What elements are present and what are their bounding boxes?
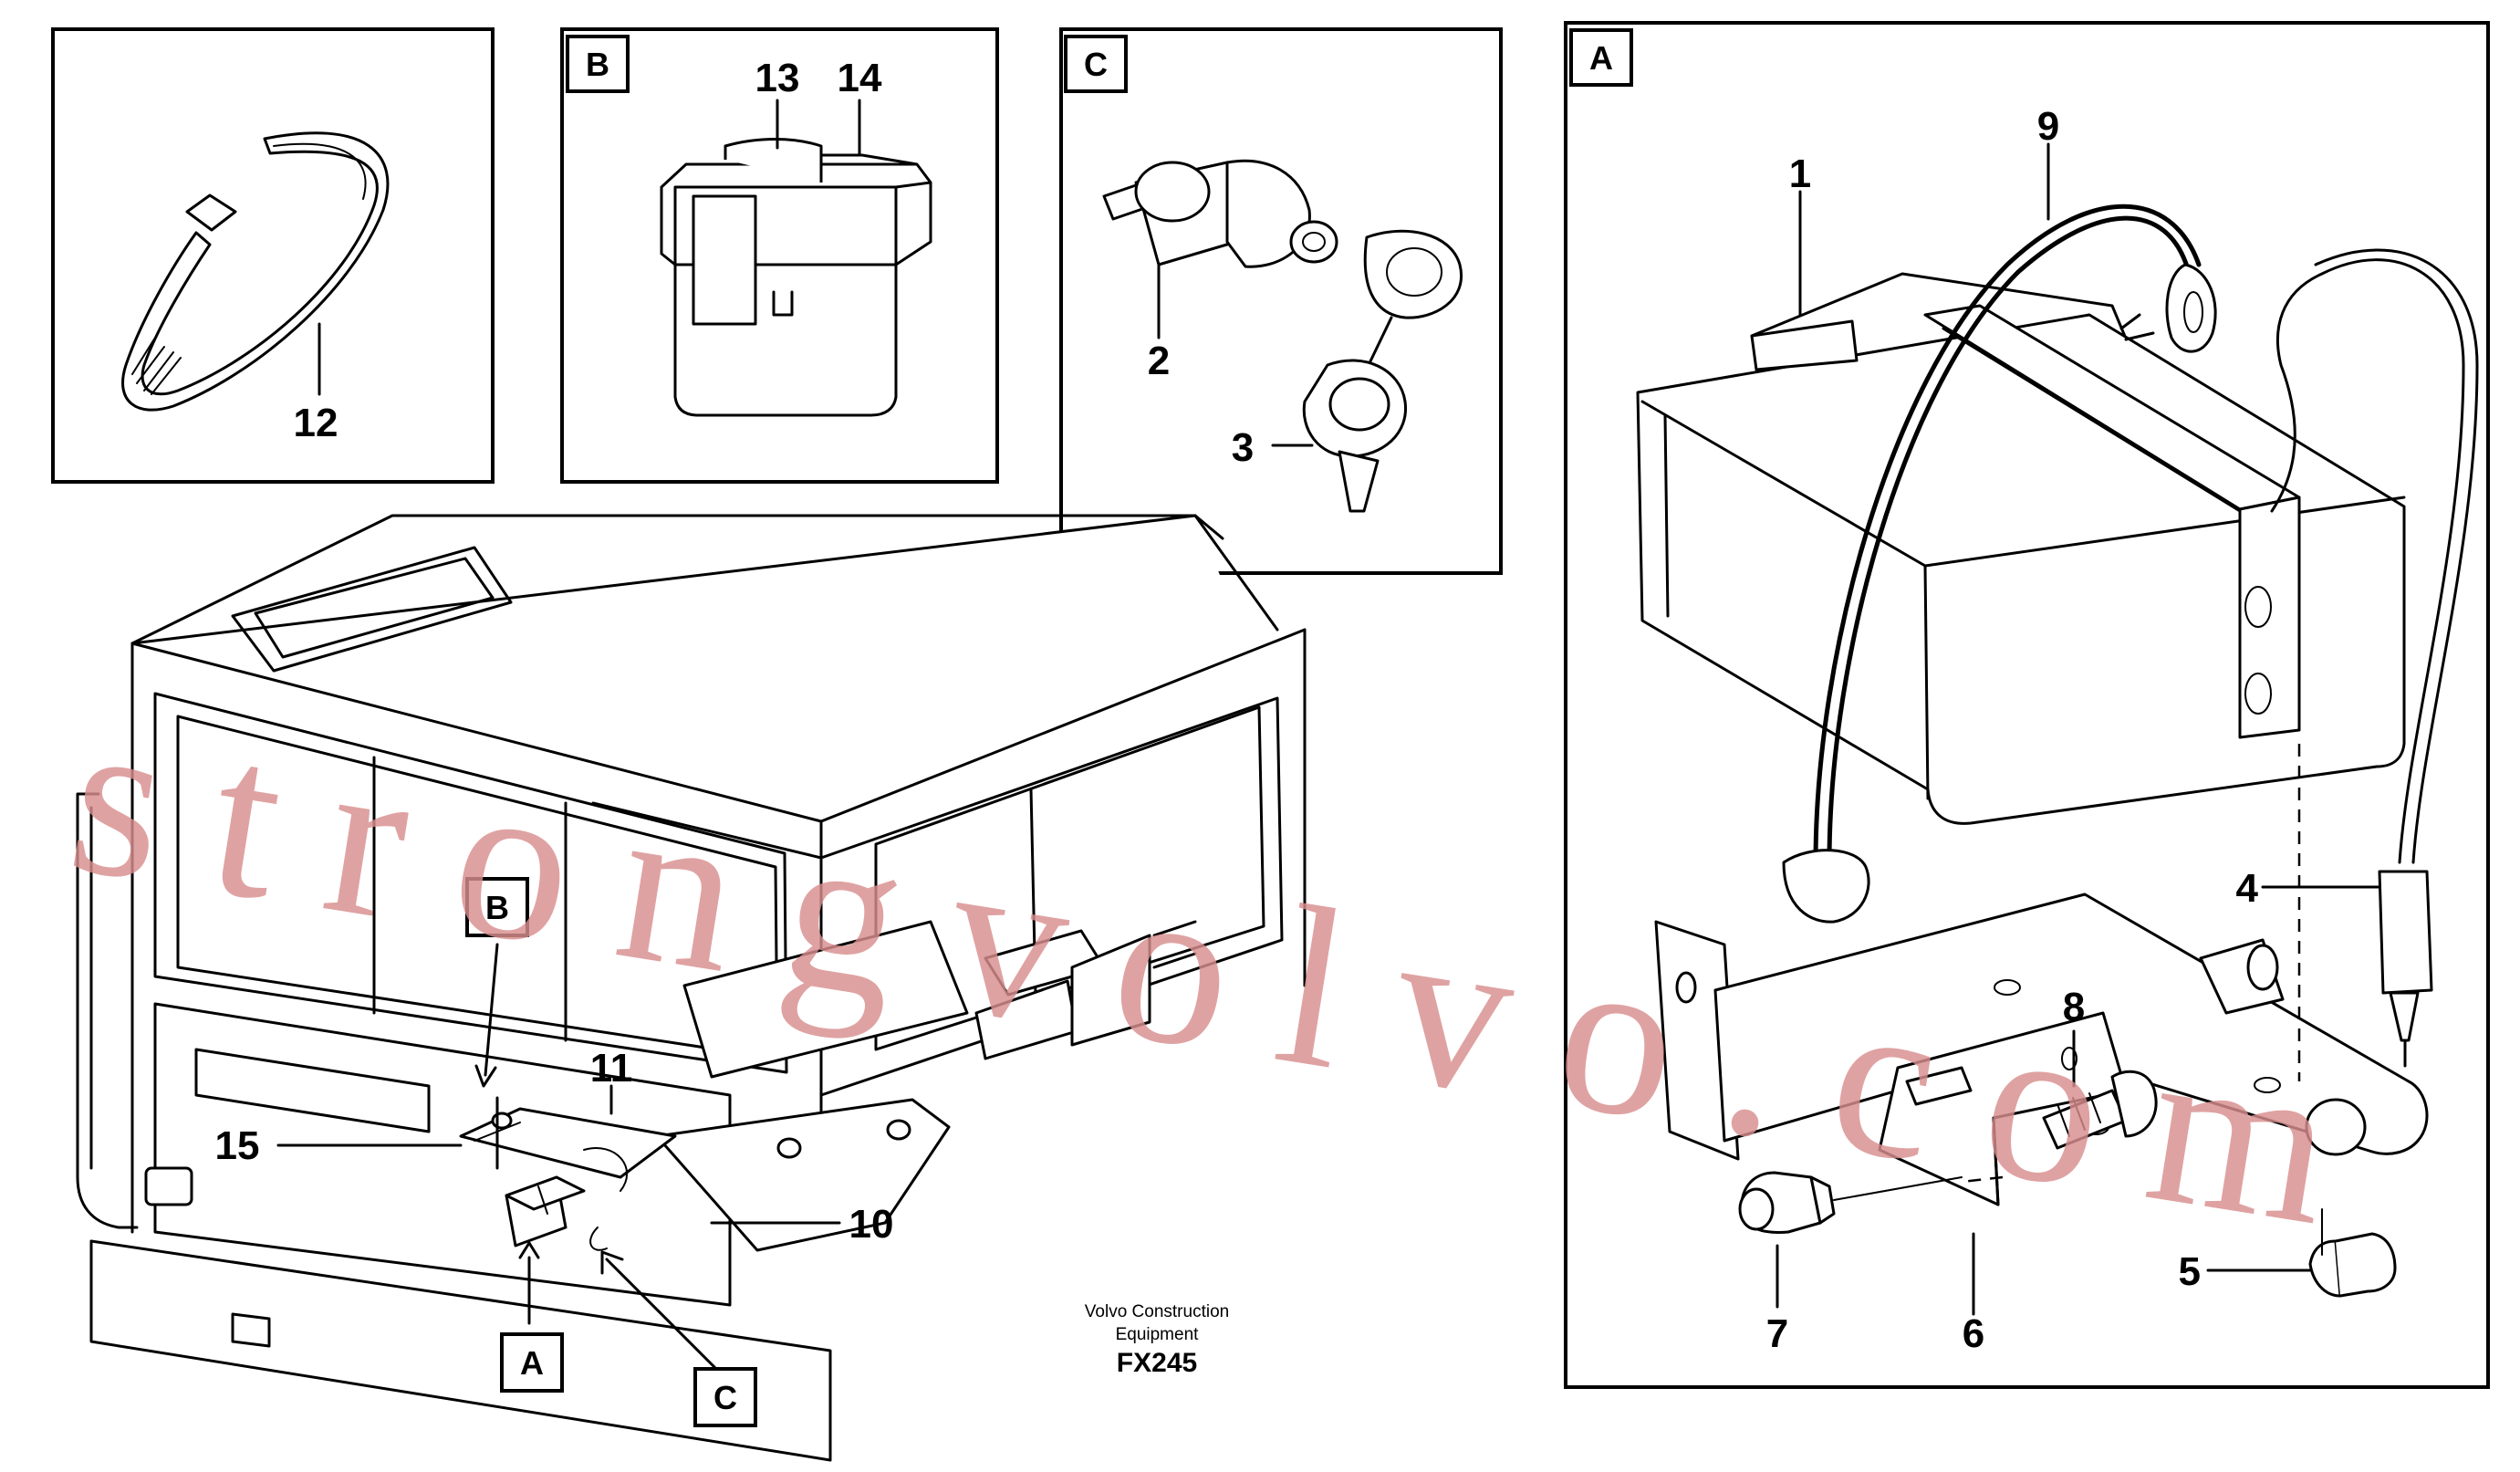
panel-cable-tie-frame <box>51 27 495 484</box>
svg-text:B: B <box>485 889 509 926</box>
alignment-line-2 <box>1961 1175 2004 1184</box>
cab-callout-c: C <box>693 1367 757 1427</box>
part-label-8: 8 <box>2063 985 2085 1029</box>
svg-text:A: A <box>1589 39 1613 77</box>
part-label-7: 7 <box>1766 1311 1788 1356</box>
caption-line-1: Volvo Construction <box>1085 1302 1229 1321</box>
box-unit-illustration <box>1636 272 2406 825</box>
part-label-5: 5 <box>2179 1249 2201 1294</box>
svg-text:A: A <box>520 1344 544 1382</box>
cab-illustration <box>55 514 1428 1462</box>
bolt-illustration <box>2042 1070 2397 1298</box>
svg-text:B: B <box>586 46 609 83</box>
part-label-9: 9 <box>2037 104 2059 149</box>
part-label-6: 6 <box>1963 1311 1984 1356</box>
part-label-4: 4 <box>2236 866 2259 911</box>
part-label-15: 15 <box>215 1123 260 1168</box>
part-label-11: 11 <box>590 1046 633 1091</box>
panel-a-tag: A <box>1569 28 1633 87</box>
strap-illustration <box>1782 204 2217 924</box>
panel-a-leader-lines <box>1775 142 2381 1316</box>
caption-line-2: Equipment <box>1116 1325 1200 1344</box>
part-label-12: 12 <box>294 401 338 445</box>
part-label-14: 14 <box>838 56 882 100</box>
panel-b-tag: B <box>566 35 630 93</box>
nut-illustration <box>1738 1171 1963 1234</box>
panel-c-frame <box>1059 27 1503 575</box>
svg-text:C: C <box>713 1379 737 1416</box>
socket-illustration <box>1102 159 1463 513</box>
cable-tie-illustration <box>121 131 390 412</box>
cab-callout-b: B <box>465 877 529 937</box>
part-label-1: 1 <box>1789 151 1811 196</box>
drawing-code: FX245 <box>1117 1348 1197 1378</box>
mounting-bracket-illustration <box>1654 893 2429 1206</box>
relay-illustration <box>660 99 932 417</box>
part-label-2: 2 <box>1148 339 1170 383</box>
part-label-10: 10 <box>849 1202 894 1247</box>
part-label-13: 13 <box>755 56 800 100</box>
part-label-3: 3 <box>1232 425 1254 470</box>
panel-b-frame <box>560 27 999 484</box>
svg-text:C: C <box>1084 46 1108 83</box>
panel-a-frame <box>1564 21 2490 1389</box>
panel-c-tag: C <box>1064 35 1128 93</box>
cab-mounting-plate <box>459 1098 951 1252</box>
cab-leader-lines <box>276 943 841 1380</box>
lead-cable-illustration <box>2270 248 2479 1068</box>
cab-callout-a: A <box>500 1332 564 1393</box>
